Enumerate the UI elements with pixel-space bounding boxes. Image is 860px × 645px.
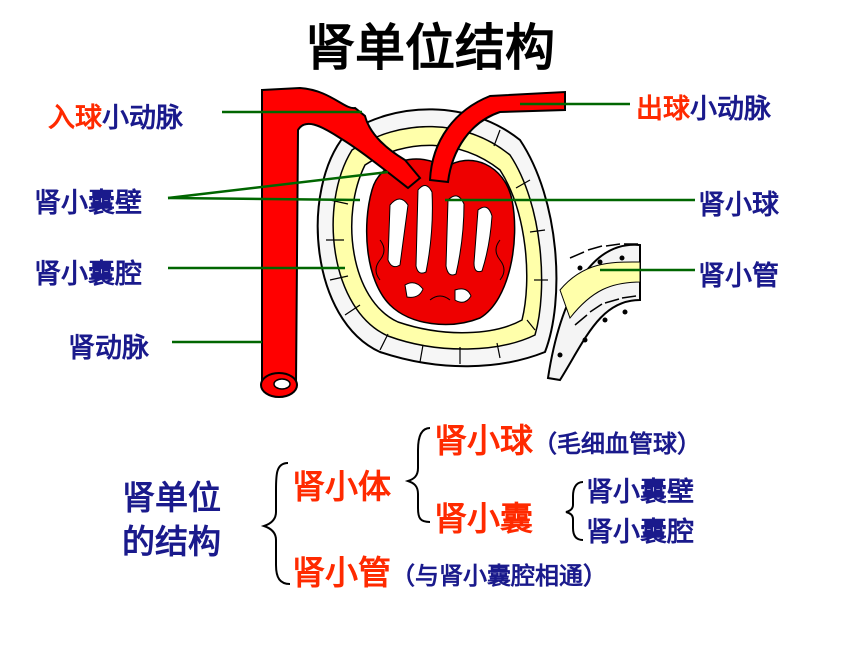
page-title: 肾单位结构 bbox=[305, 19, 555, 77]
brace-corpuscle bbox=[404, 427, 431, 523]
glomerulus-drawing bbox=[365, 158, 516, 326]
summary-tubule: 肾小管 bbox=[292, 553, 391, 592]
summary-tubule-note: （与肾小囊腔相通） bbox=[391, 562, 607, 590]
pointer-lines bbox=[167, 102, 695, 344]
label-tubule: 肾小管 bbox=[698, 261, 779, 292]
label-afferent-suffix: 小动脉 bbox=[102, 103, 183, 134]
efferent-arteriole-drawing bbox=[428, 90, 566, 184]
label-capsule-wall: 肾小囊壁 bbox=[34, 188, 142, 219]
summary-braces bbox=[260, 427, 584, 585]
summary-capsule: 肾小囊 bbox=[434, 499, 533, 538]
label-afferent-prefix: 入球 bbox=[48, 103, 102, 134]
summary-glomerulus-note: （毛细血管球） bbox=[533, 430, 701, 458]
brace-root bbox=[260, 462, 291, 585]
brace-capsule bbox=[565, 481, 584, 541]
summary-root-line1: 肾单位 bbox=[122, 478, 221, 517]
summary-tubule-row: 肾小管（与肾小囊腔相通） bbox=[292, 546, 607, 594]
label-capsule-cavity: 肾小囊腔 bbox=[34, 259, 142, 290]
label-efferent-suffix: 小动脉 bbox=[690, 94, 771, 125]
summary-corpuscle: 肾小体 bbox=[292, 467, 391, 506]
summary-capsule-wall: 肾小囊壁 bbox=[586, 477, 694, 508]
label-efferent-arteriole: 出球小动脉 bbox=[636, 87, 771, 126]
summary-glomerulus: 肾小球 bbox=[434, 421, 533, 460]
label-renal-artery: 肾动脉 bbox=[68, 333, 149, 364]
summary-capsule-cavity: 肾小囊腔 bbox=[586, 517, 694, 548]
label-glomerulus: 肾小球 bbox=[698, 190, 779, 221]
pointer-capsule-wall-a bbox=[167, 170, 389, 200]
label-afferent-arteriole: 入球小动脉 bbox=[48, 96, 183, 135]
summary-root: 肾单位 的结构 bbox=[122, 476, 221, 564]
renal-tubule-drawing bbox=[546, 243, 641, 382]
pointer-capsule-wall-b bbox=[167, 196, 361, 202]
summary-glomerulus-row: 肾小球（毛细血管球） bbox=[434, 414, 701, 462]
afferent-arteriole-drawing bbox=[260, 86, 422, 398]
label-efferent-prefix: 出球 bbox=[636, 94, 690, 125]
summary-root-line2: 的结构 bbox=[122, 522, 221, 561]
